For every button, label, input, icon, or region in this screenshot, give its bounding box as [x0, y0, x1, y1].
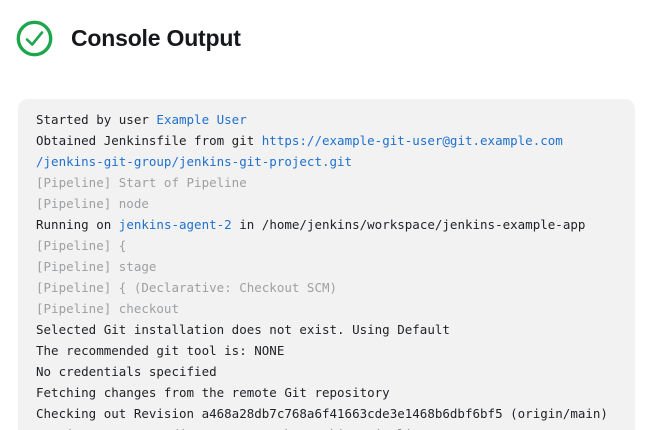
console-link[interactable]: jenkins-agent-2 [118, 217, 232, 232]
console-link[interactable]: https://example-git-user@git.example.com [261, 133, 563, 148]
console-text: in /home/jenkins/workspace/jenkins-examp… [231, 217, 586, 232]
console-text: [Pipeline] stage [36, 259, 157, 274]
console-line: No credentials specified [36, 361, 617, 382]
console-link[interactable]: /jenkins-git-group/jenkins-git-project.g… [36, 154, 353, 169]
console-text: Running on [36, 217, 119, 232]
console-line: Started by user Example User [36, 109, 617, 130]
console-text: Started by user [36, 112, 157, 127]
console-output-header: Console Output [0, 0, 650, 63]
console-link[interactable]: Example User [156, 112, 247, 127]
console-line: [Pipeline] { (Declarative: Checkout SCM) [36, 277, 617, 298]
console-line: Running on jenkins-agent-2 in /home/jenk… [36, 214, 617, 235]
page-title: Console Output [71, 24, 241, 51]
console-line: [Pipeline] { [36, 235, 617, 256]
console-line: Selected Git installation does not exist… [36, 319, 617, 340]
success-check-icon [16, 20, 53, 57]
console-text: Fetching changes from the remote Git rep… [36, 385, 390, 400]
console-line: [Pipeline] stage [36, 256, 617, 277]
console-line: The recommended git tool is: NONE [36, 340, 617, 361]
console-line: Obtained Jenkinsfile from git https://ex… [36, 130, 617, 151]
console-text: [Pipeline] node [36, 196, 149, 211]
console-text: Selected Git installation does not exist… [36, 322, 450, 337]
console-text: No credentials specified [36, 364, 217, 379]
console-line: Commit message: "Adjustments to the Jenk… [36, 424, 617, 430]
console-line: Fetching changes from the remote Git rep… [36, 382, 617, 403]
console-text: [Pipeline] { [36, 238, 127, 253]
console-text: [Pipeline] checkout [36, 301, 179, 316]
console-text: Commit message: "Adjustments to the Jenk… [36, 427, 442, 430]
console-line: [Pipeline] node [36, 193, 617, 214]
console-text: Checking out Revision a468a28db7c768a6f4… [36, 406, 608, 421]
console-text: Obtained Jenkinsfile from git [36, 133, 262, 148]
console-line: /jenkins-git-group/jenkins-git-project.g… [36, 151, 617, 172]
console-text: [Pipeline] { (Declarative: Checkout SCM) [36, 280, 338, 295]
console-line: Checking out Revision a468a28db7c768a6f4… [36, 403, 617, 424]
console-line: [Pipeline] checkout [36, 298, 617, 319]
console-text: [Pipeline] Start of Pipeline [36, 175, 247, 190]
console-line: [Pipeline] Start of Pipeline [36, 172, 617, 193]
console-text: The recommended git tool is: NONE [36, 343, 285, 358]
